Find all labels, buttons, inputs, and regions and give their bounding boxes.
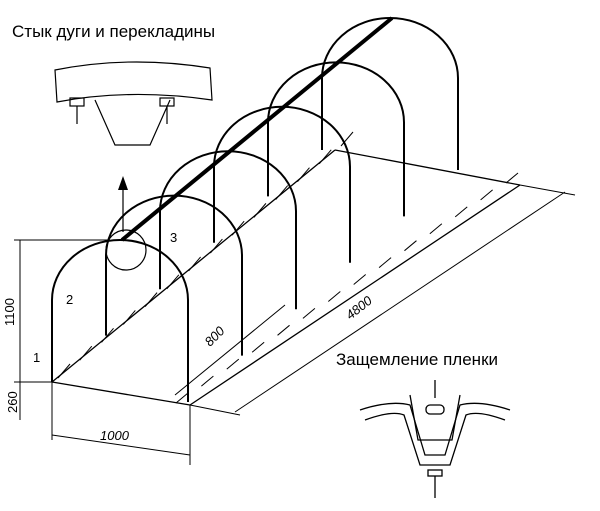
hatch-mark xyxy=(454,206,468,218)
hatch-mark xyxy=(79,345,93,361)
dimension-lines xyxy=(14,184,576,465)
hatch-mark xyxy=(378,257,392,268)
ground-outline xyxy=(51,149,521,406)
hatch-mark xyxy=(277,324,290,336)
hatch-mark xyxy=(231,220,245,236)
hatch-mark xyxy=(404,240,417,252)
hatch-mark xyxy=(505,172,519,184)
hatch-mark xyxy=(297,167,310,183)
hatch-mark xyxy=(275,185,289,200)
hatch-mark xyxy=(429,223,443,235)
label-3: 3 xyxy=(170,230,177,245)
joint-detail-icon xyxy=(54,61,213,146)
hatch-mark xyxy=(340,131,354,147)
hatch-mark xyxy=(480,189,493,201)
joint-caption: Стык дуги и перекладины xyxy=(12,22,216,41)
hatch-mark xyxy=(226,358,240,370)
label-1: 1 xyxy=(33,350,40,365)
hatch-mark xyxy=(201,375,214,387)
hatch-mark xyxy=(353,274,367,285)
dim-height: 1100 xyxy=(2,298,17,326)
dim-length: 4800 xyxy=(343,292,376,322)
label-2: 2 xyxy=(66,292,73,307)
film-clamp-detail-icon xyxy=(359,380,511,498)
arrow-up-icon xyxy=(118,176,128,190)
hatch-mark xyxy=(302,308,316,319)
arch-5 xyxy=(267,61,405,217)
hatch-mark xyxy=(251,341,265,353)
hatch-mark xyxy=(175,392,189,404)
hatch-mark xyxy=(210,238,223,254)
hatch-mark xyxy=(144,292,158,307)
hatch-mark xyxy=(166,274,180,290)
dim-spacing: 800 xyxy=(202,323,228,349)
hatch-mark xyxy=(57,363,71,379)
hatch-mark xyxy=(318,149,332,165)
hatch-mark xyxy=(101,327,114,343)
dim-width: 1000 xyxy=(100,428,130,443)
hatch-mark xyxy=(122,310,136,325)
clamp-caption: Защемление пленки xyxy=(336,350,498,369)
hatch-mark xyxy=(188,256,201,272)
arch-1 xyxy=(51,239,189,402)
hatch-mark xyxy=(327,291,341,302)
arch-6 xyxy=(321,17,459,170)
dim-base: 260 xyxy=(5,391,20,413)
hatch-mark xyxy=(253,203,267,218)
arches xyxy=(51,17,459,402)
arch-4 xyxy=(213,105,351,263)
ridge-beam xyxy=(120,16,394,242)
arch-3 xyxy=(159,150,297,310)
joint-highlight-circle xyxy=(105,229,147,271)
